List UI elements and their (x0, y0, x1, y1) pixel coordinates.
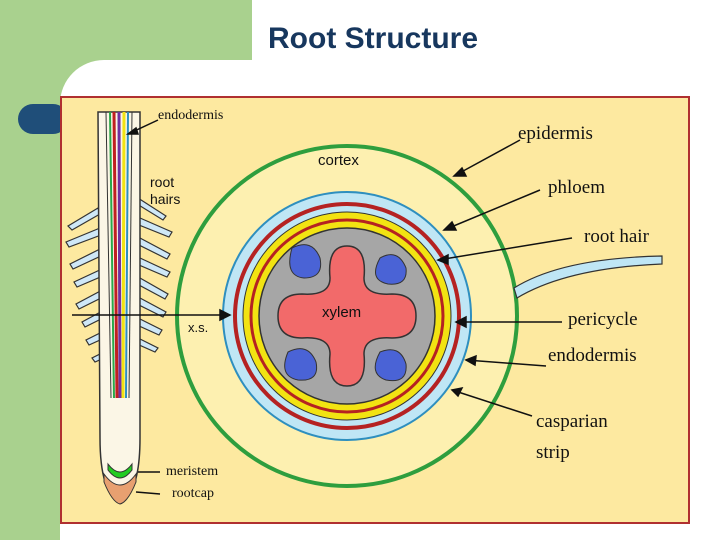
endodermis-right-leader (465, 359, 547, 367)
label-casparian-line2: strip (536, 442, 570, 463)
epidermis-leader (453, 139, 521, 177)
root-strand-red (112, 111, 119, 399)
root-hair-extension (513, 255, 663, 299)
root-strand-purple (117, 111, 122, 399)
leader-lines (72, 119, 573, 495)
root-strand-outline-right (128, 111, 133, 399)
root-diagram-graphics (65, 111, 663, 505)
casparian-leader (451, 389, 533, 417)
phloem-arrowhead (442, 220, 458, 231)
label-root-hairs-line1: root (150, 174, 175, 190)
label-casparian-line1: casparian (536, 411, 608, 432)
slide-title: Root Structure (268, 22, 478, 55)
casparian-band-outer (233, 202, 461, 430)
label-pericycle: pericycle (568, 309, 638, 330)
rootcap-region (103, 472, 137, 505)
phloem-patch-bottom-right (374, 349, 407, 382)
root-strand-blue (125, 111, 129, 399)
longitudinal-root (65, 111, 173, 505)
root-strand-yellow (121, 111, 126, 399)
endodermis-top-arrowhead (125, 126, 140, 135)
slide-bullet-marker (18, 104, 68, 134)
casparian-arrowhead (450, 386, 464, 398)
label-xylem: xylem (322, 304, 362, 321)
root-strand-green (109, 111, 115, 399)
phloem-patch-bottom-left (284, 348, 318, 381)
rootcap-leader (135, 491, 161, 495)
label-cortex: cortex (318, 152, 359, 169)
label-phloem: phloem (548, 177, 605, 198)
phloem-leader (443, 189, 541, 231)
label-endodermis-right: endodermis (548, 345, 637, 366)
root-hair-leader (437, 237, 573, 261)
label-meristem: meristem (166, 464, 219, 479)
epidermis-arrowhead (452, 166, 468, 177)
label-root-hair: root hair (584, 226, 649, 247)
casparian-band-inner (249, 218, 445, 414)
cross-section (175, 144, 663, 488)
phloem-patch-top-left (289, 244, 322, 279)
label-xs: x.s. (188, 320, 209, 335)
xs-arrowhead (219, 308, 232, 322)
meristem-region (107, 462, 133, 479)
label-endodermis-top: endodermis (158, 108, 224, 123)
label-root-hairs-line2: hairs (150, 191, 181, 207)
label-rootcap: rootcap (172, 486, 214, 501)
root-hairs-right (136, 197, 173, 353)
endodermis-right-arrowhead (464, 354, 477, 367)
label-epidermis: epidermis (518, 123, 593, 144)
root-diagram: endodermis epidermis cortex root hairs p… (60, 96, 690, 524)
xylem (277, 245, 417, 387)
root-strand-outline-left (105, 111, 112, 399)
root-hair-arrowhead (436, 253, 449, 266)
pericycle-arrowhead (454, 315, 467, 329)
phloem-patch-top-right (375, 254, 407, 285)
